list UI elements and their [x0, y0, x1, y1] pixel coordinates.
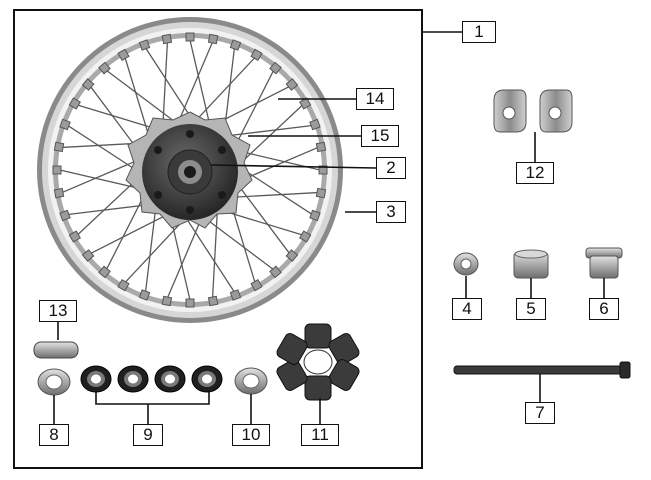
callout-3: 3: [376, 201, 406, 223]
spoke-nipple: [315, 187, 327, 199]
spoke: [181, 210, 236, 293]
leader-lines: [53, 31, 605, 424]
damper-rubber: [276, 359, 308, 391]
axle-7: [453, 361, 631, 379]
spoke-nipple: [207, 295, 219, 307]
spoke-nipple: [250, 48, 263, 61]
callout-4: 4: [452, 298, 482, 320]
callout-11: 11: [301, 424, 339, 446]
damper-rubber: [328, 333, 360, 365]
hub-brake-disc: [125, 111, 253, 229]
callout-1: 1: [462, 21, 496, 43]
damper-rubbers-11: [276, 323, 360, 401]
spoke-nipple: [207, 33, 219, 45]
damper-rubber: [276, 333, 308, 365]
callout-7: 7: [525, 402, 555, 424]
damper-rubber: [304, 375, 332, 401]
collar-6: [585, 247, 623, 279]
bearing: [191, 365, 223, 393]
bearing: [117, 365, 149, 393]
damper-center-hole: [303, 349, 333, 375]
spoke-nipple: [161, 295, 173, 307]
spoke-nipple: [269, 265, 282, 279]
spoke-nipple: [309, 209, 321, 222]
spoke-nipple: [98, 61, 111, 75]
spoke-nipple: [229, 289, 242, 301]
spoke-nipple: [185, 32, 195, 42]
spoke-nipple: [229, 39, 242, 51]
callout-12: 12: [516, 162, 554, 184]
washer-8: [37, 368, 71, 396]
callout-6: 6: [589, 298, 619, 320]
spoke-nipple: [285, 249, 299, 262]
spoke-nipple: [98, 265, 111, 279]
callout-5: 5: [516, 298, 546, 320]
chain-adjusters: [493, 89, 573, 133]
spoke-nipple: [53, 187, 65, 199]
spoke-nipple: [299, 97, 312, 110]
spoke-nipple: [161, 33, 173, 45]
spoke-nipple: [59, 209, 71, 222]
callout-9: 9: [133, 424, 163, 446]
callout-8: 8: [39, 424, 69, 446]
spoke-nipple: [68, 230, 81, 243]
spoke-nipple: [315, 141, 327, 153]
spoke: [211, 201, 219, 299]
damper-rubber: [328, 359, 360, 391]
callout-13: 13: [39, 300, 77, 322]
spoke-nipple: [285, 78, 299, 91]
callout-2: 2: [376, 157, 406, 179]
assembly-frame: [13, 9, 423, 469]
spoke-nipple: [185, 298, 195, 308]
spoke-nipple: [269, 61, 282, 75]
spoke-nipple: [250, 279, 263, 292]
spoke: [106, 69, 185, 129]
spoke-nipple: [299, 230, 312, 243]
callout-14: 14: [356, 88, 394, 110]
spoke-nipples: [52, 32, 328, 308]
sleeve-13: [33, 341, 79, 359]
spoke-nipple: [309, 118, 321, 131]
spoke-nipple: [117, 48, 130, 61]
spacer-5: [513, 249, 549, 279]
spoke-nipple: [318, 165, 328, 175]
bearings-9: [80, 365, 223, 393]
spoke-nipple: [81, 78, 95, 91]
callout-15: 15: [361, 125, 399, 147]
damper-rubber: [304, 323, 332, 349]
spoke: [189, 39, 213, 135]
bearing: [80, 365, 112, 393]
spoke-nipple: [68, 97, 81, 110]
bearing: [154, 365, 186, 393]
spoke: [188, 56, 256, 129]
spoke-nipple: [117, 279, 130, 292]
washer-4: [453, 252, 479, 276]
spoke-nipple: [59, 118, 71, 131]
spoke-nipple: [81, 249, 95, 262]
washer-10: [234, 367, 268, 395]
callout-10: 10: [232, 424, 270, 446]
spoke-nipple: [138, 39, 151, 51]
spoke-nipple: [53, 141, 65, 153]
spoke-nipple: [52, 165, 62, 175]
spoke-nipple: [138, 289, 151, 301]
